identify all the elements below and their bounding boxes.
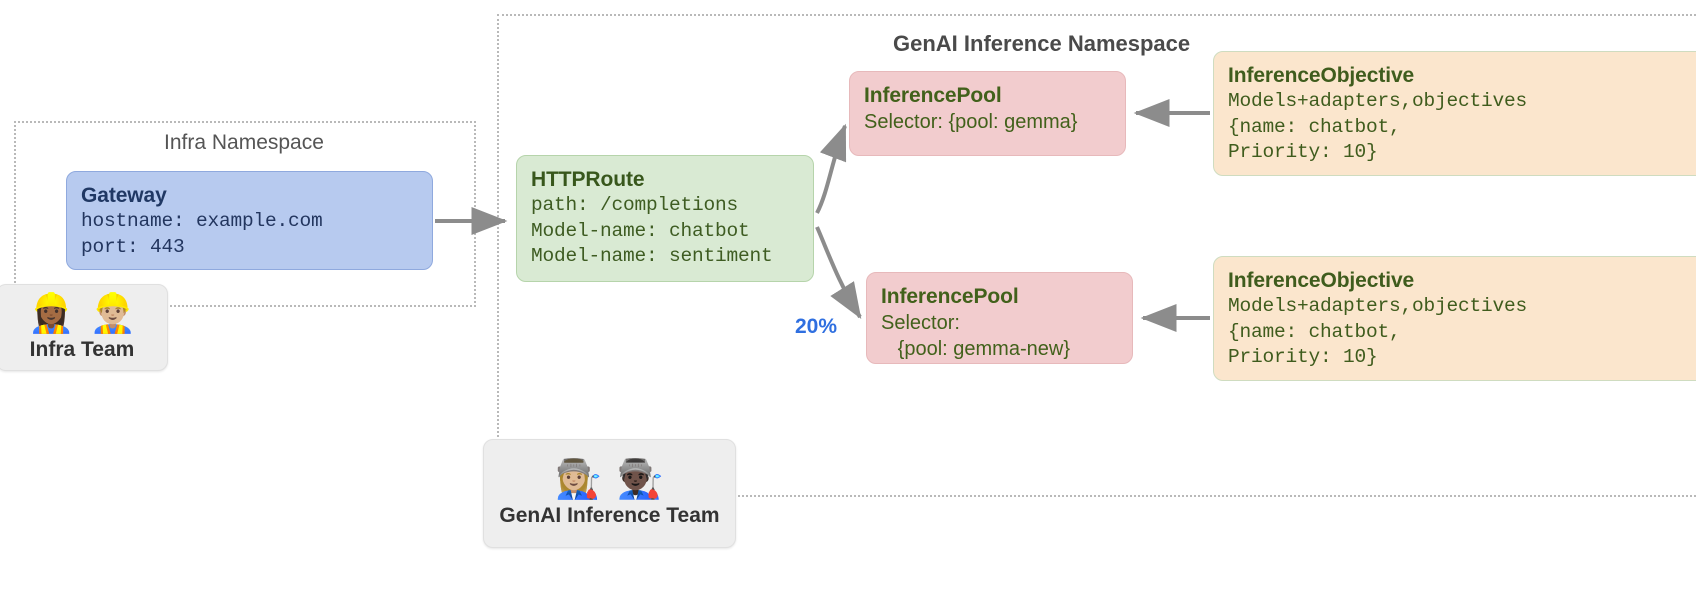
inferencepool-node-gemma[interactable]: InferencePool Selector: {pool: gemma} [849,71,1126,156]
httproute-title: HTTPRoute [531,168,645,191]
gateway-node[interactable]: Gateway hostname: example.com port: 443 [66,171,433,270]
inferencepool-2-title: InferencePool [881,285,1019,308]
httproute-model-name-chatbot: Model-name: chatbot [531,219,750,242]
inferencepool-node-gemma-new[interactable]: InferencePool Selector: {pool: gemma-new… [866,272,1133,364]
factory-worker-man-icon: 👨🏿‍🏭 [616,456,664,501]
infra-team-label: Infra Team [29,337,135,361]
infra-team-avatars: 👷🏾‍♀️ 👷🏼‍♂️ [28,294,137,332]
traffic-split-percent-label: 20% [795,315,838,338]
inferenceobjective-1-name: {name: chatbot, [1228,115,1401,138]
genai-namespace-boundary [497,14,1696,497]
inferenceobjective-2-models: Models+adapters,objectives [1228,295,1528,318]
gateway-title: Gateway [81,184,167,207]
infra-team-card[interactable]: 👷🏾‍♀️ 👷🏼‍♂️ Infra Team [0,284,168,371]
genai-team-label: GenAI Inference Team [499,503,720,527]
httproute-model-name-sentiment: Model-name: sentiment [531,244,773,267]
inferencepool-1-selector: Selector: {pool: gemma} [864,111,1078,134]
infra-namespace-title: Infra Namespace [164,131,324,154]
inferenceobjective-1-priority: Priority: 10} [1228,140,1378,163]
inferenceobjective-1-models: Models+adapters,objectives [1228,90,1528,113]
inferenceobjective-node-2[interactable]: InferenceObjective Models+adapters,objec… [1213,256,1696,381]
inferenceobjective-2-title: InferenceObjective [1228,269,1415,292]
genai-inference-team-card[interactable]: 👩🏼‍🏭 👨🏿‍🏭 GenAI Inference Team [483,439,736,548]
inferencepool-2-selector-value: {pool: gemma-new} [881,338,1070,361]
inferencepool-1-title: InferencePool [864,84,1002,107]
httproute-node[interactable]: HTTPRoute path: /completions Model-name:… [516,155,814,282]
inferenceobjective-node-1[interactable]: InferenceObjective Models+adapters,objec… [1213,51,1696,176]
construction-worker-man-icon: 👷🏼‍♂️ [89,290,137,335]
inferenceobjective-1-title: InferenceObjective [1228,64,1415,87]
inferencepool-2-selector: Selector: [881,312,960,335]
genai-team-avatars: 👩🏼‍🏭 👨🏿‍🏭 [555,460,664,498]
factory-worker-woman-icon: 👩🏼‍🏭 [555,456,603,501]
gateway-port: port: 443 [81,235,185,258]
inferenceobjective-2-priority: Priority: 10} [1228,345,1378,368]
genai-namespace-title: GenAI Inference Namespace [893,31,1191,56]
inferenceobjective-2-name: {name: chatbot, [1228,320,1401,343]
gateway-hostname: hostname: example.com [81,210,323,233]
httproute-path: path: /completions [531,194,739,217]
construction-worker-woman-icon: 👷🏾‍♀️ [27,290,75,335]
